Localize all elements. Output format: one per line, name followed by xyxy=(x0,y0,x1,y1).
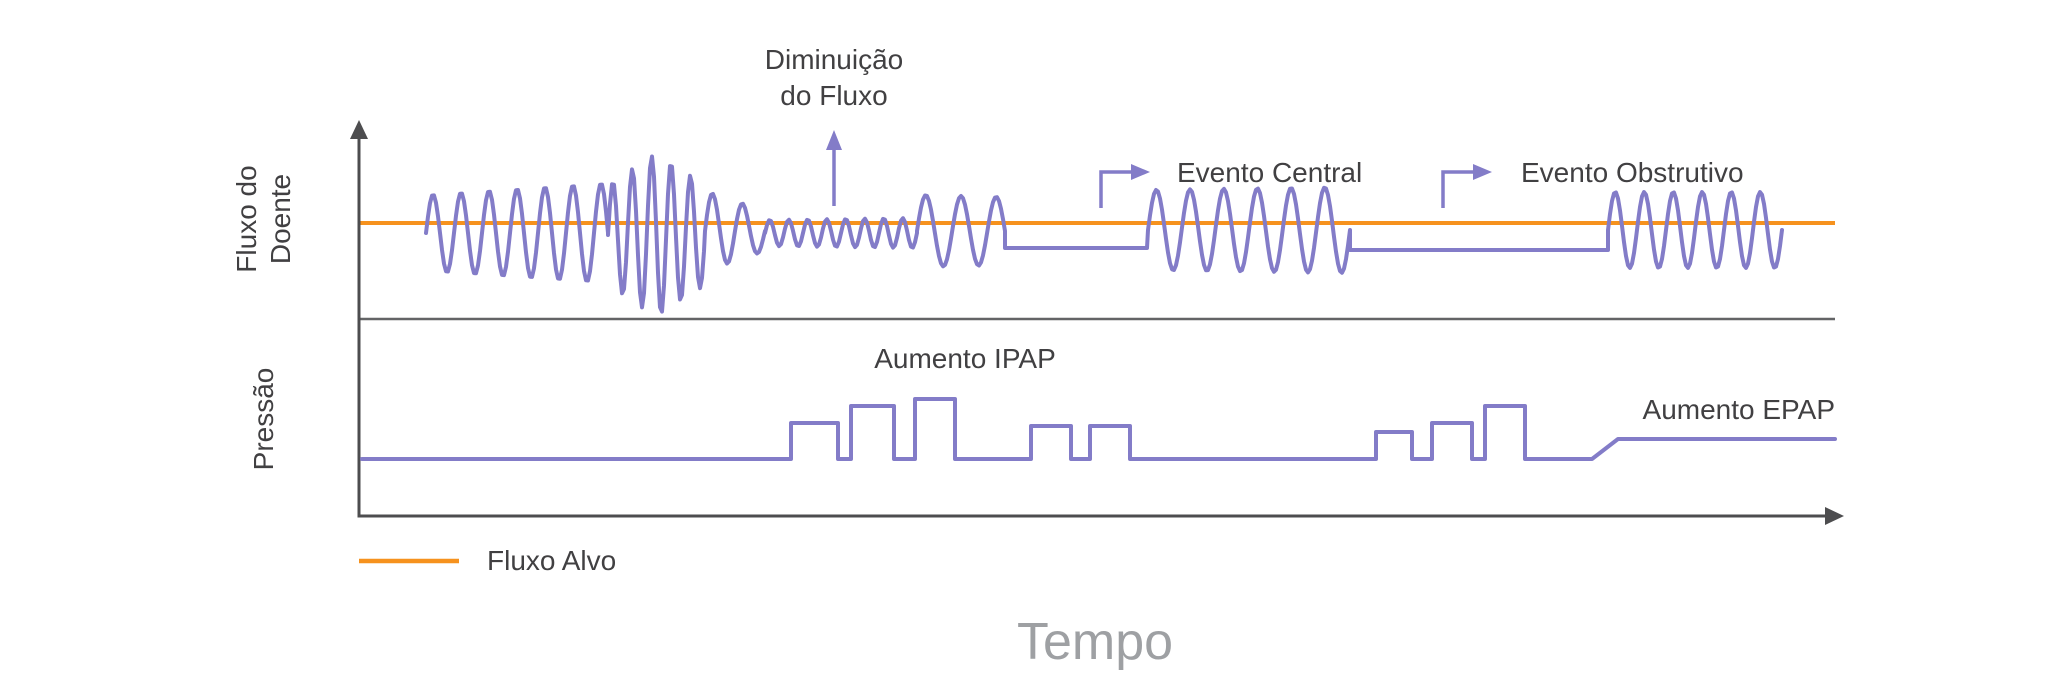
obstructive-event-arrow xyxy=(1441,170,1476,208)
obstructive-event-arrowhead xyxy=(1473,164,1492,180)
obstructive-event-label: Evento Obstrutivo xyxy=(1521,157,1744,188)
flow-axis-label-line1: Fluxo do xyxy=(231,165,262,273)
central-event-arrow xyxy=(1099,170,1134,208)
flow-decrease-label-line1: Diminuição xyxy=(764,44,904,75)
flow-decrease-label-line2: do Fluxo xyxy=(780,80,888,111)
x-axis-arrowhead xyxy=(1825,507,1844,525)
epap-increase-label: Aumento EPAP xyxy=(1642,394,1835,425)
ipap-increase-label: Aumento IPAP xyxy=(874,343,1056,374)
y-axis-arrowhead xyxy=(350,120,368,139)
flow-axis-label-line2: Doente xyxy=(265,173,296,265)
legend-target-flow-label: Fluxo Alvo xyxy=(487,545,617,576)
central-event-arrowhead xyxy=(1131,164,1150,180)
flow-axis-label: Fluxo do Doente xyxy=(230,165,298,272)
pressure-trace xyxy=(360,397,1837,461)
central-event-label: Evento Central xyxy=(1177,157,1363,188)
flow-waveform xyxy=(424,154,1784,314)
pressure-axis-label: Pressão xyxy=(248,367,279,471)
flow-decrease-label: Diminuição do Fluxo xyxy=(684,42,984,114)
flow-decrease-arrowhead xyxy=(826,130,842,150)
time-axis-label: Tempo xyxy=(1016,613,1174,671)
